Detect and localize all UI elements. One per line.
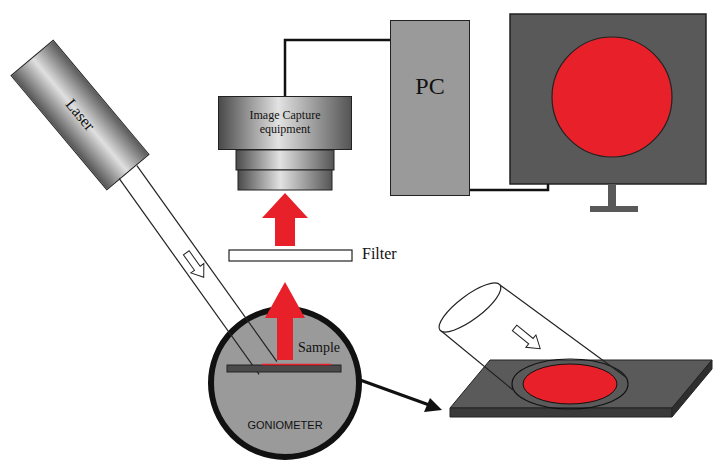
beam-arrow [180, 248, 210, 282]
camera-lens [236, 150, 334, 170]
goniometer-label: GONIOMETER [207, 419, 363, 432]
node-text: Image Capture equipment [235, 109, 335, 137]
inset-beam-edge [440, 330, 513, 390]
laser-spot [523, 364, 617, 404]
monitor-screen [510, 14, 706, 184]
goniometer-outline [207, 305, 363, 461]
sample-label: Sample [298, 340, 340, 356]
filter-label: Filter [362, 245, 397, 263]
node-text: Laser [62, 95, 99, 134]
beam-edge [137, 166, 277, 362]
filter-plate [229, 250, 352, 261]
inset-plate-edge [450, 408, 672, 417]
camera-lens-ring [238, 170, 332, 190]
sample-spot [262, 364, 331, 366]
cable [285, 40, 390, 96]
laser-box: Laser [10, 40, 149, 191]
spot-image [552, 37, 672, 157]
sample-plate [227, 365, 341, 372]
monitor-cable [470, 184, 548, 190]
node-text: PC [415, 73, 444, 101]
camera-box: Image Capture equipment [218, 96, 352, 150]
monitor-base [590, 206, 638, 212]
monitor-stand [608, 184, 616, 208]
inset-plate [450, 360, 712, 408]
pc-box: PC [390, 20, 470, 196]
goniometer-circle: SampleGONIOMETER [207, 305, 363, 461]
zoom-arrow-head [424, 398, 442, 412]
inset-plate-side [672, 360, 712, 417]
beam-edge [119, 178, 259, 374]
inset-beam-arrow [510, 322, 546, 355]
inset-beam-edge [500, 285, 627, 378]
inset-beam-cap [433, 275, 507, 339]
light-arrow [262, 193, 308, 246]
